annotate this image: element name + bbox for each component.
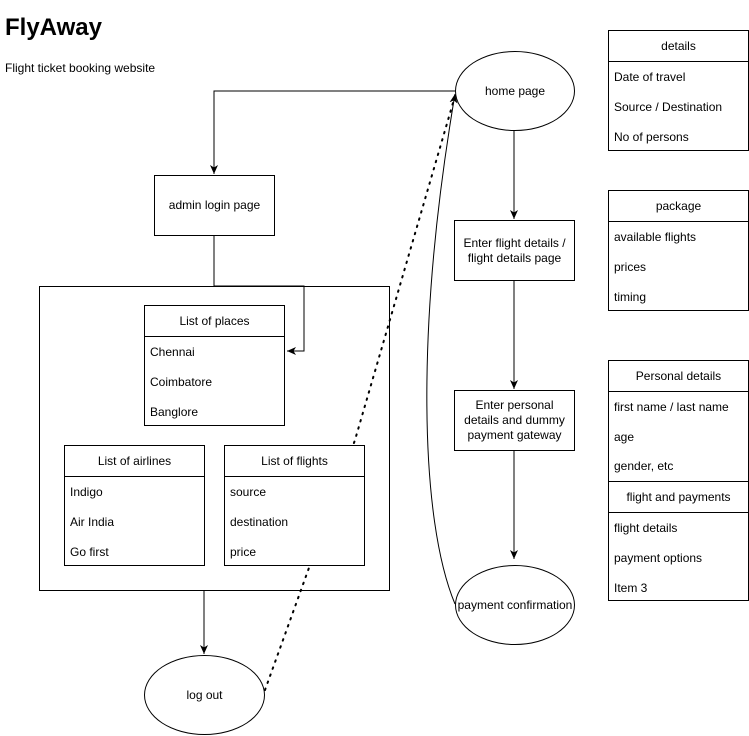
list-item: Indigo <box>70 485 103 499</box>
list-item: No of persons <box>614 130 689 144</box>
admin-login-node: admin login page <box>154 175 275 236</box>
list-item: price <box>230 545 257 559</box>
list-item: source <box>230 485 267 499</box>
diagram-title: FlyAway <box>5 14 102 41</box>
list-item: Go first <box>70 545 109 559</box>
diagram-subtitle: Flight ticket booking website <box>5 61 156 75</box>
package-table: package available flights prices timing <box>608 190 749 311</box>
places-table: List of places Chennai Coimbatore Banglo… <box>144 305 285 426</box>
airlines-table-title: List of airlines <box>65 446 204 477</box>
airlines-table: List of airlines Indigo Air India Go fir… <box>64 445 205 566</box>
payment-confirmation-node: payment confirmation <box>455 565 575 645</box>
list-item: destination <box>230 515 289 529</box>
personal-details-table: Personal details first name / last name … <box>608 360 749 601</box>
list-item: Source / Destination <box>614 100 723 114</box>
personal-details-node: Enter personal details and dummy payment… <box>454 390 575 451</box>
edge-payment-to-home <box>426 93 458 605</box>
list-item: timing <box>614 290 647 304</box>
personal-details-table-title: Personal details <box>609 361 748 392</box>
list-item: Banglore <box>150 405 199 419</box>
list-item: age <box>614 430 635 444</box>
list-item: gender, etc <box>614 459 674 473</box>
admin-panel-group <box>39 286 390 591</box>
list-item: Air India <box>70 515 115 529</box>
flight-and-payments-title: flight and payments <box>609 481 748 513</box>
home-page-node: home page <box>455 51 575 131</box>
package-table-title: package <box>609 191 748 222</box>
list-item: available flights <box>614 230 697 244</box>
list-item: Coimbatore <box>150 375 213 389</box>
list-item: first name / last name <box>614 400 729 414</box>
edge-home-to-admin <box>210 90 455 174</box>
list-item: Date of travel <box>614 70 686 84</box>
list-item: Item 3 <box>614 581 648 595</box>
flights-table: List of flights source destination price <box>224 445 365 566</box>
places-table-title: List of places <box>145 306 284 337</box>
details-table-title: details <box>609 31 748 62</box>
details-table: details Date of travel Source / Destinat… <box>608 30 749 151</box>
flights-table-title: List of flights <box>225 446 364 477</box>
flight-details-node: Enter flight details / flight details pa… <box>454 220 575 281</box>
list-item: prices <box>614 260 647 274</box>
list-item: Chennai <box>150 345 195 359</box>
edge-logout-to-home-dotted <box>264 95 456 691</box>
list-item: flight details <box>614 521 678 535</box>
log-out-node: log out <box>144 655 265 735</box>
list-item: payment options <box>614 551 703 565</box>
